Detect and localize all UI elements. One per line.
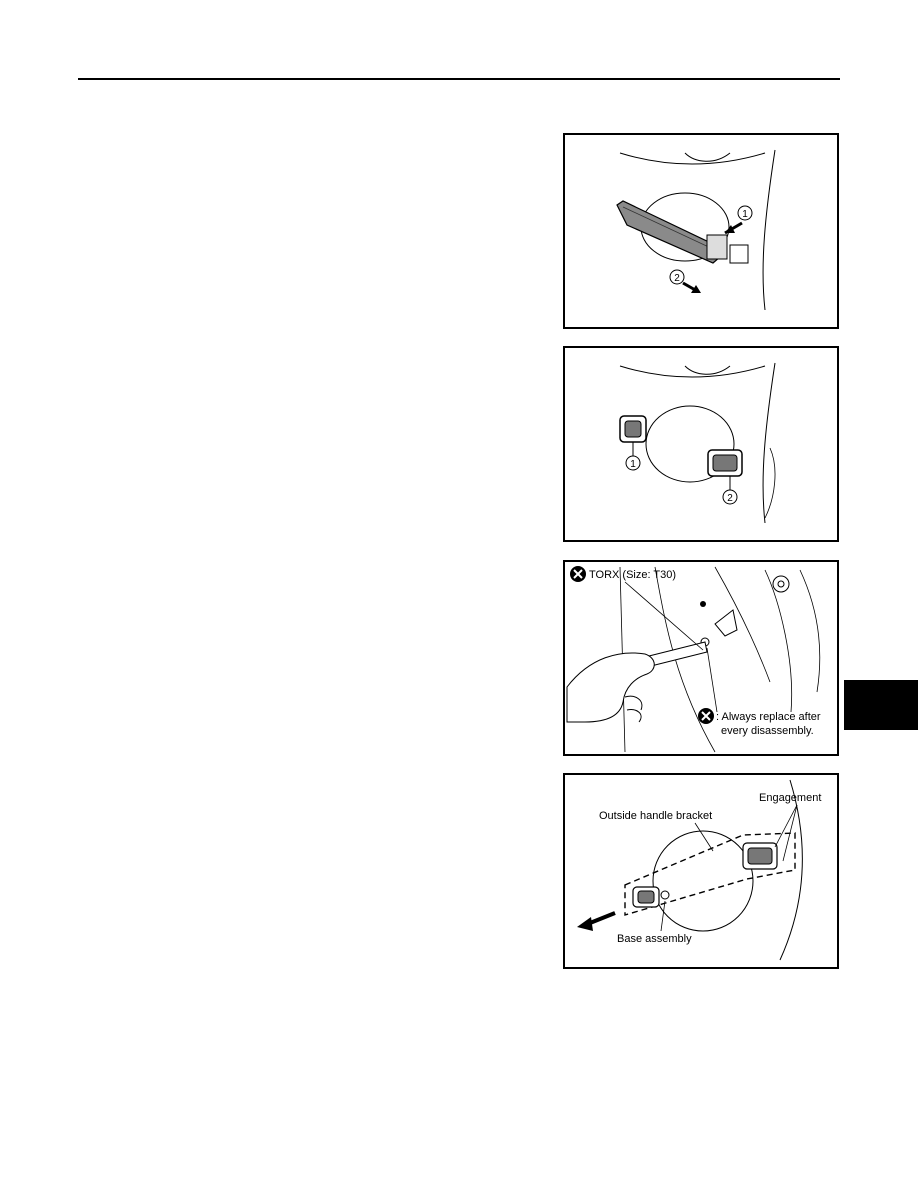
callout-2: 2 [674,273,680,284]
outside-handle-bracket-label: Outside handle bracket [599,810,712,822]
figure-remove-torx-screw: TORX (Size: T30) : Always replace after … [563,560,839,756]
figure-remove-base-assembly: Engagement Outside handle bracket Base a… [563,773,839,969]
header-rule [78,78,840,80]
illustration-outside-handle: 1 2 [616,149,776,311]
callout-1: 1 [742,209,748,220]
figure-remove-escutcheons: 1 2 [563,346,839,542]
callout-2: 2 [727,493,733,504]
torx-size-label: TORX (Size: T30) [589,569,676,581]
replace-note-line2: every disassembly. [721,725,814,737]
illustration-escutcheons: 1 2 [619,362,776,524]
base-assembly-label: Base assembly [617,933,692,945]
illustration-base-assembly: Engagement Outside handle bracket Base a… [577,779,821,961]
callout-1: 1 [630,459,636,470]
replace-note-line1: : Always replace after [716,711,821,723]
section-tab [844,680,918,730]
illustration-torx-removal: TORX (Size: T30) : Always replace after … [566,566,821,753]
engagement-label: Engagement [759,792,821,804]
figure-remove-outside-handle: 1 2 [563,133,839,329]
